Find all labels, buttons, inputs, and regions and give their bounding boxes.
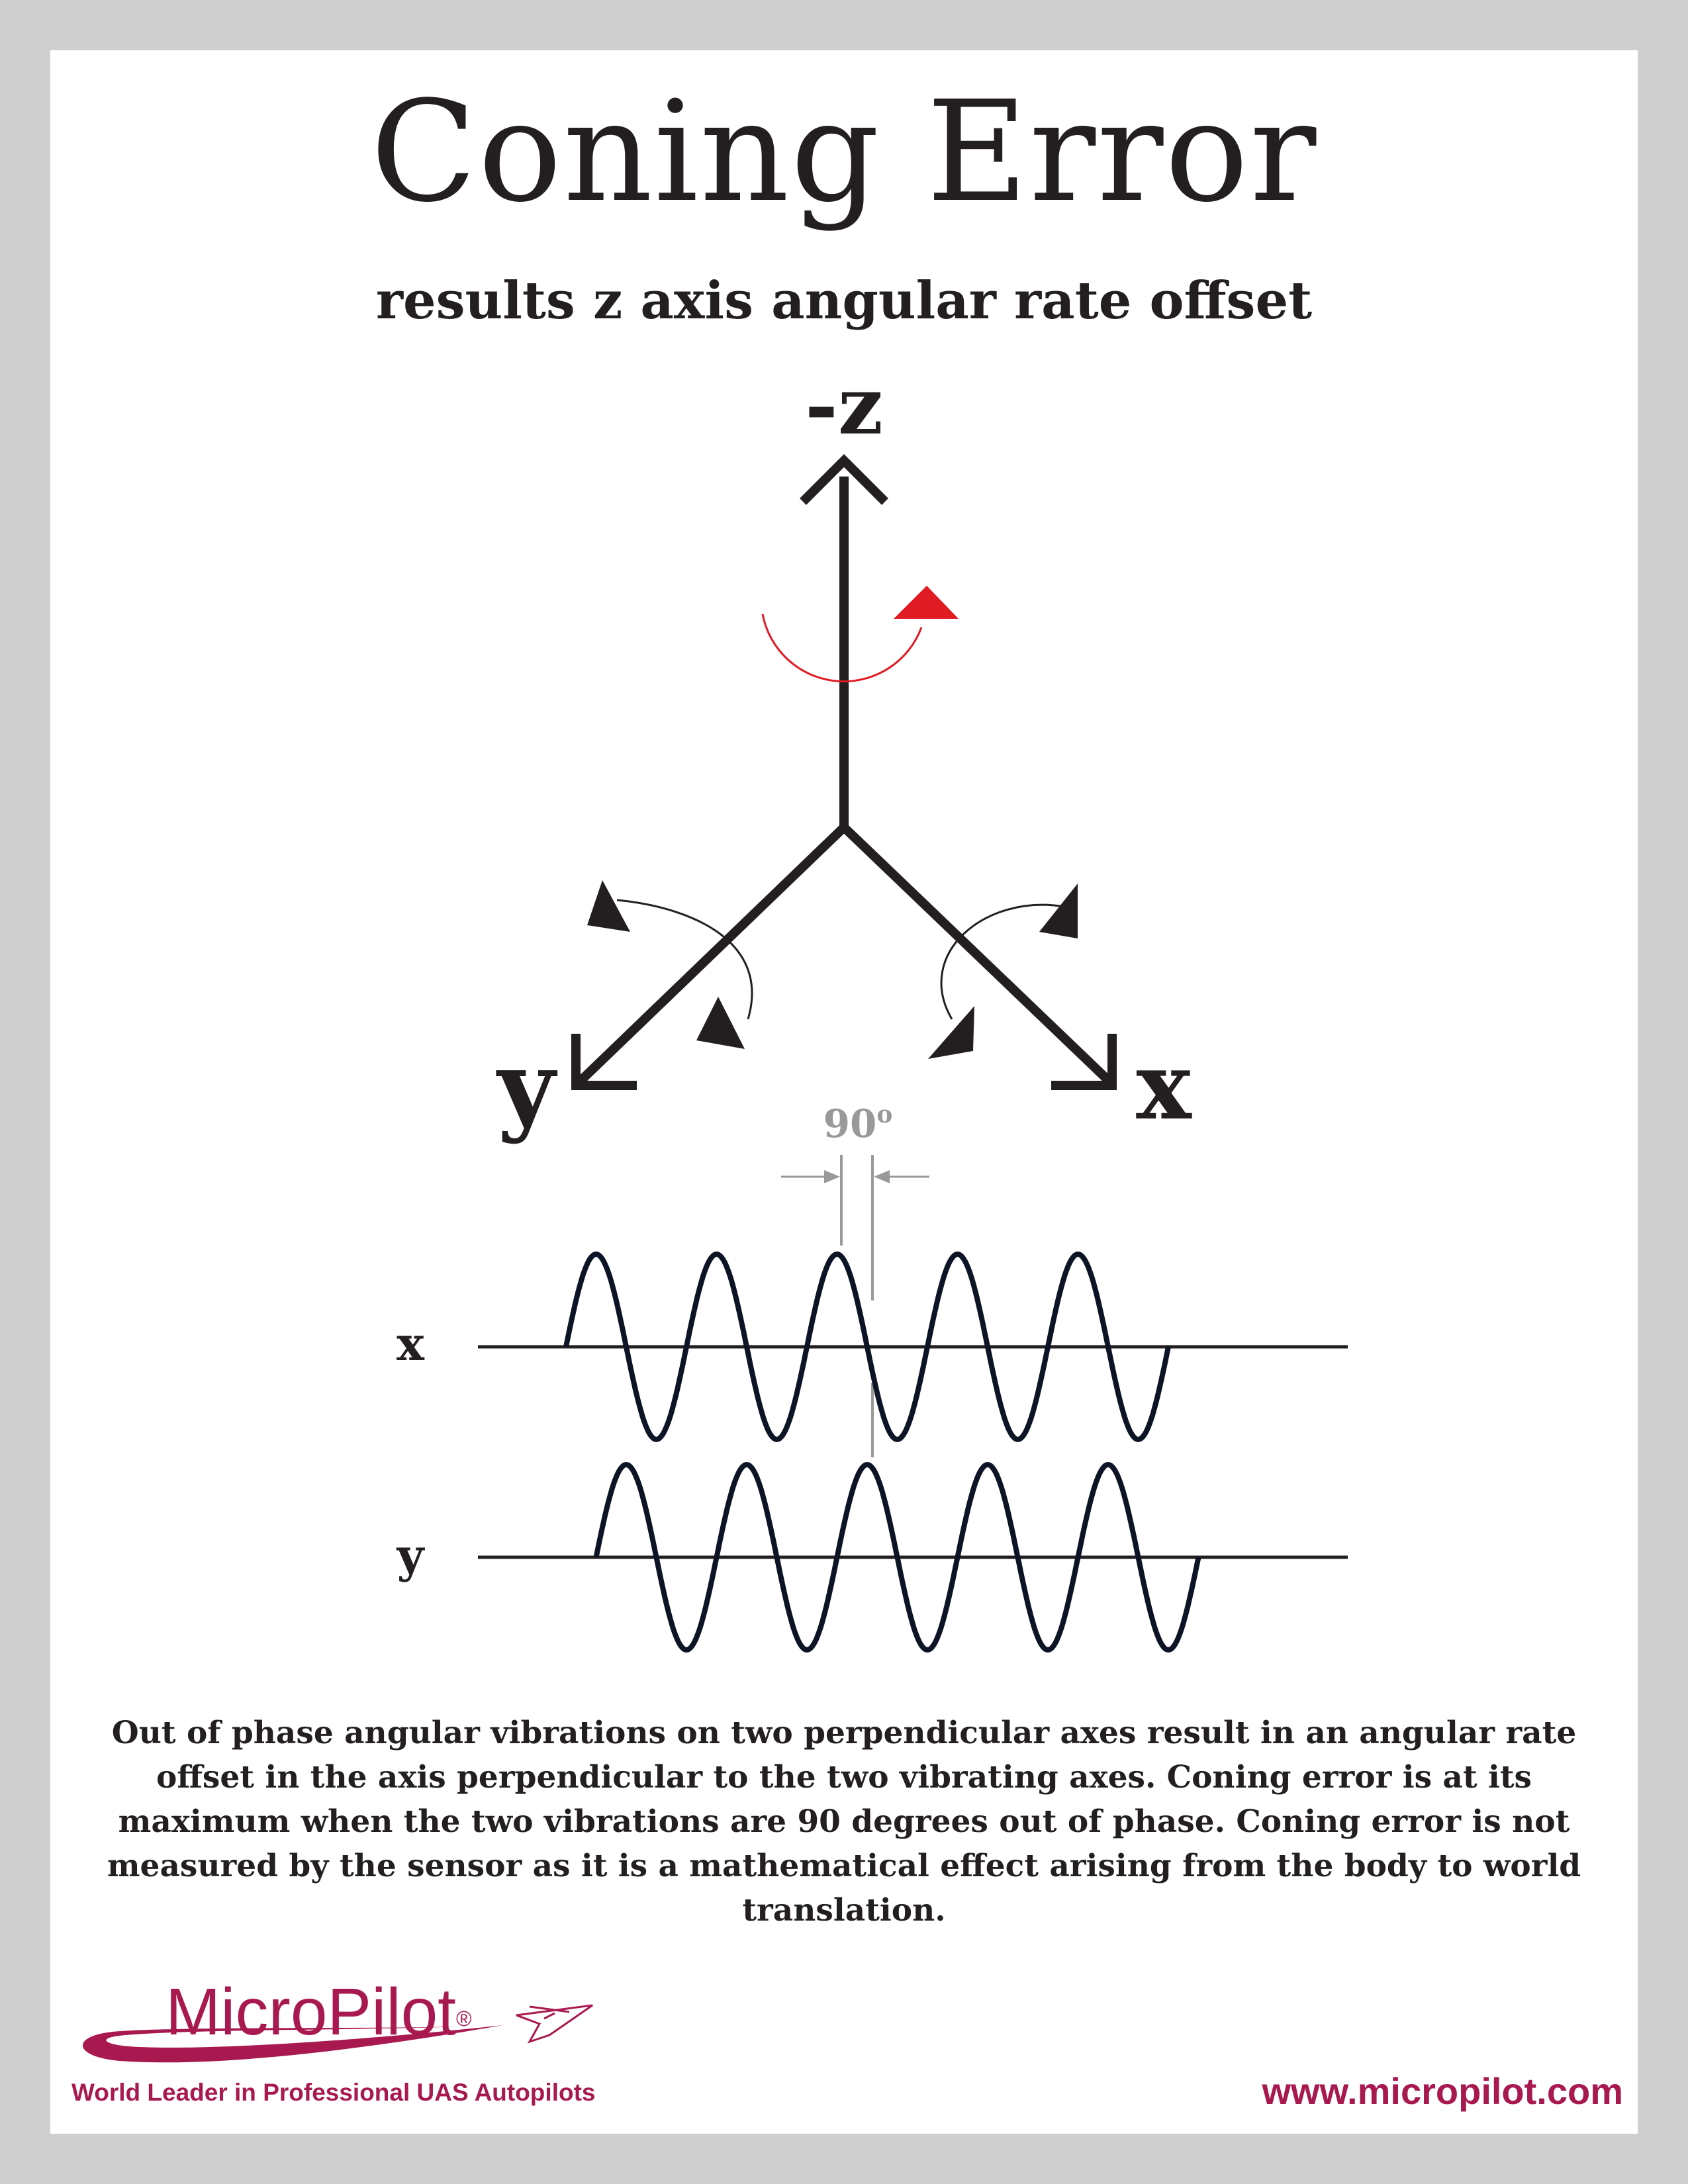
phase-right-arrowhead-icon: [874, 1170, 890, 1183]
logo-graphics: [82, 2004, 593, 2063]
y-wave: [593, 1461, 1201, 1653]
phase-marker: 90o: [781, 1101, 929, 1457]
wave-plot: x y: [397, 1251, 1348, 1653]
plane-outline-icon: [516, 2004, 593, 2044]
z-rotation-arc: [761, 614, 923, 683]
x-rotation-arrow: [928, 884, 1078, 1059]
y-rotation-arrow: [587, 880, 753, 1049]
x-wave-label: x: [397, 1316, 425, 1371]
y-rotation-arrowhead-bottom-icon: [696, 997, 745, 1049]
description-paragraph: Out of phase angular vibrations on two p…: [107, 1715, 1581, 1929]
x-rotation-arrowhead-bottom-icon: [928, 1006, 974, 1059]
phase-label: 90o: [823, 1101, 893, 1146]
x-axis-line: [841, 823, 1114, 1087]
swoosh-icon: [82, 2025, 504, 2063]
phase-degree-symbol: o: [876, 1101, 892, 1128]
z-rotation-arrow: [761, 586, 959, 683]
registered-mark: ®: [455, 2007, 472, 2030]
brand-text: MicroPilot: [165, 1975, 456, 2049]
y-axis-line: [575, 823, 847, 1087]
y-wave-label: y: [397, 1528, 426, 1583]
z-rotation-arrowhead-icon: [894, 586, 959, 619]
brand-tagline: World Leader in Professional UAS Autopil…: [71, 2079, 596, 2106]
page-subtitle: results z axis angular rate offset: [375, 271, 1313, 331]
page-title: Coning Error: [370, 71, 1318, 233]
x-wave: [563, 1251, 1171, 1443]
phase-left-arrowhead-icon: [824, 1170, 840, 1183]
y-axis-arrowhead: [571, 1034, 637, 1090]
page-sheet: [50, 50, 1638, 2134]
axis-system: -z y x: [496, 359, 1192, 1146]
y-rotation-arc: [616, 899, 753, 1020]
x-rotation-arrowhead-top-icon: [1039, 884, 1078, 938]
y-rotation-arrowhead-top-icon: [587, 880, 630, 932]
x-axis-arrowhead: [1051, 1034, 1117, 1090]
z-axis-label: -z: [805, 359, 883, 453]
website-link[interactable]: www.micropilot.com: [1262, 2070, 1623, 2112]
x-axis-label: x: [1136, 1032, 1192, 1141]
brand-name: MicroPilot®: [165, 1976, 472, 2048]
x-rotation-arc: [940, 903, 1065, 1020]
z-axis-arrowhead: [800, 454, 888, 505]
phase-value: 90: [823, 1101, 877, 1146]
y-axis-label: y: [496, 1029, 557, 1146]
